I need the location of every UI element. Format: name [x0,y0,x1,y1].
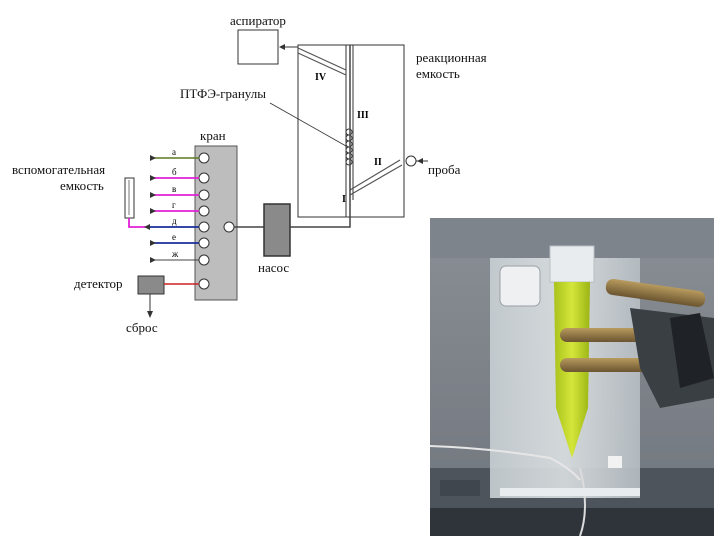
channel-iv-a [297,47,347,71]
port-label-g: г [172,200,176,210]
reaction-vessel-label-2: емкость [416,66,460,81]
detector-label: детектор [74,276,123,291]
channel-ii-a [349,159,401,191]
port-label-zh: ж [171,249,179,259]
sample-arrow-icon [417,158,423,164]
sample-label: проба [428,162,461,177]
aspirator-label: аспиратор [230,13,286,28]
port-label-v: в [172,184,176,194]
pump-body [263,203,291,257]
roman-iii-label: III [357,110,369,121]
port-label-d: д [172,216,177,226]
roman-i-label: I [342,194,346,205]
detector-body [137,275,165,295]
channel-ii-b [349,164,403,196]
ptfe-pointer-line [269,102,347,147]
port-arrows [150,155,156,263]
waste-arrow-icon [147,311,153,318]
port-label-b: б [172,167,177,177]
reaction-vessel-label-1: реакционная [416,50,487,65]
port-label-e: е [172,232,176,242]
auxiliary-connection [128,218,150,228]
auxiliary-label-2: емкость [60,178,104,193]
auxiliary-arrow-icon [144,224,150,230]
waste-label: сброс [126,320,158,335]
sample-inlet-icon [405,155,417,167]
roman-iv-label: IV [315,72,327,83]
device-photo-drawing [430,218,714,536]
pump-label: насос [258,260,289,275]
aspirator-arrow-icon [279,44,285,50]
ptfe-granules-label: ПТФЭ-гранулы [180,86,266,101]
device-photo [430,218,714,536]
channel-iv-b [297,52,347,76]
auxiliary-label-1: вспомогательная [12,162,105,177]
aspirator-box [237,29,279,65]
valve-label: кран [200,128,226,143]
pump-line-right [290,45,351,228]
port-label-a: а [172,147,176,157]
roman-ii-label: II [374,157,382,168]
